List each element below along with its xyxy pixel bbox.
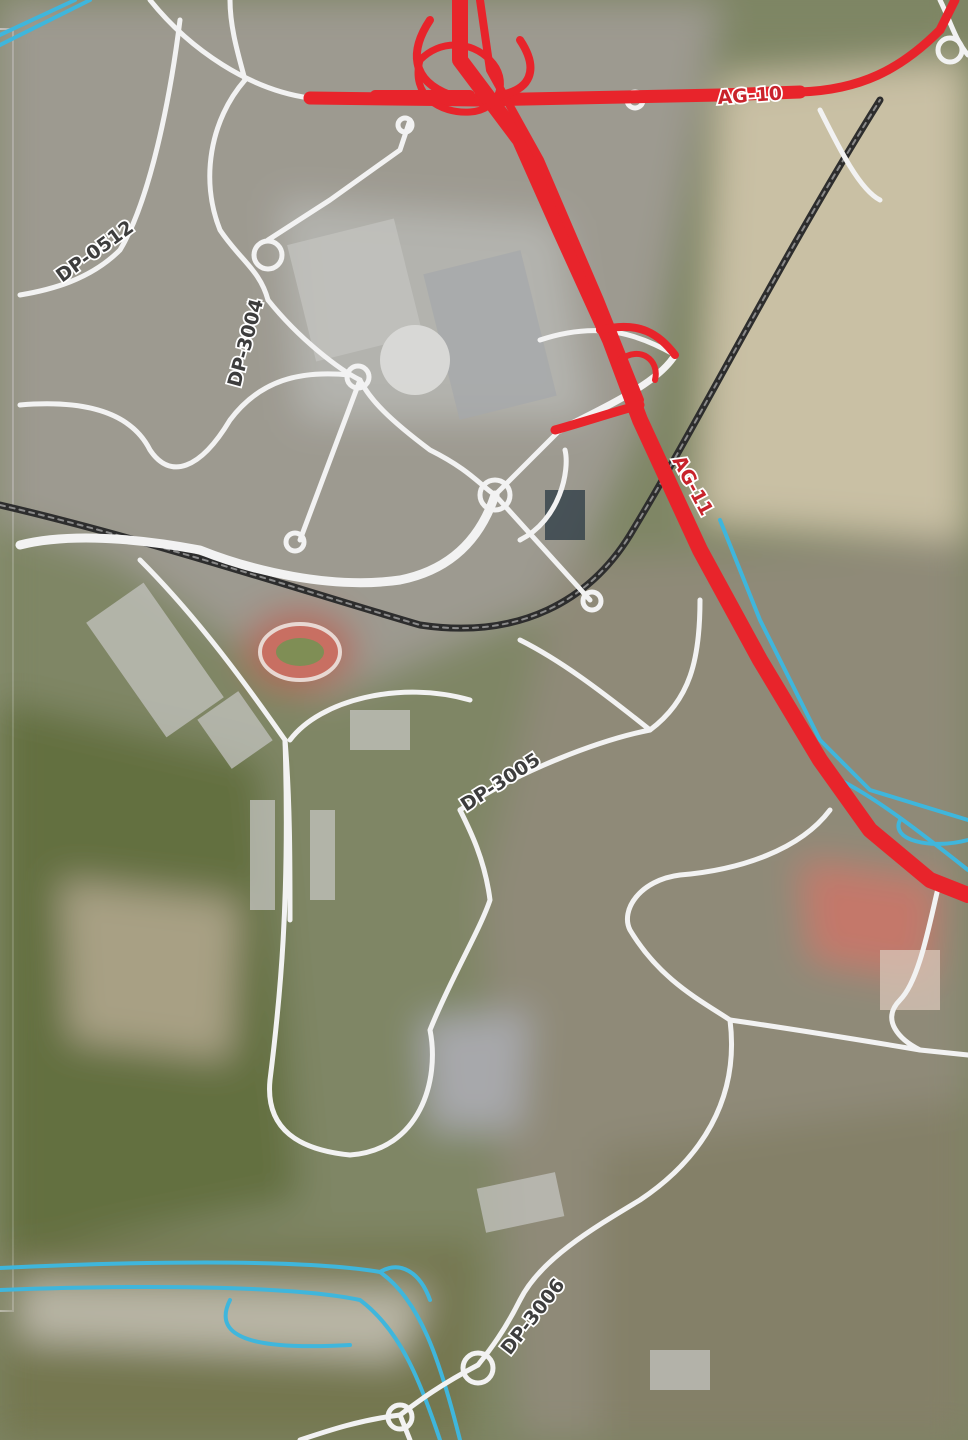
label-ag-10: AG-10	[717, 83, 783, 109]
roundabouts	[251, 35, 965, 1432]
railway	[0, 96, 884, 632]
buildings	[86, 218, 940, 1390]
highways	[303, 0, 968, 903]
stadium-pitch	[276, 638, 324, 666]
